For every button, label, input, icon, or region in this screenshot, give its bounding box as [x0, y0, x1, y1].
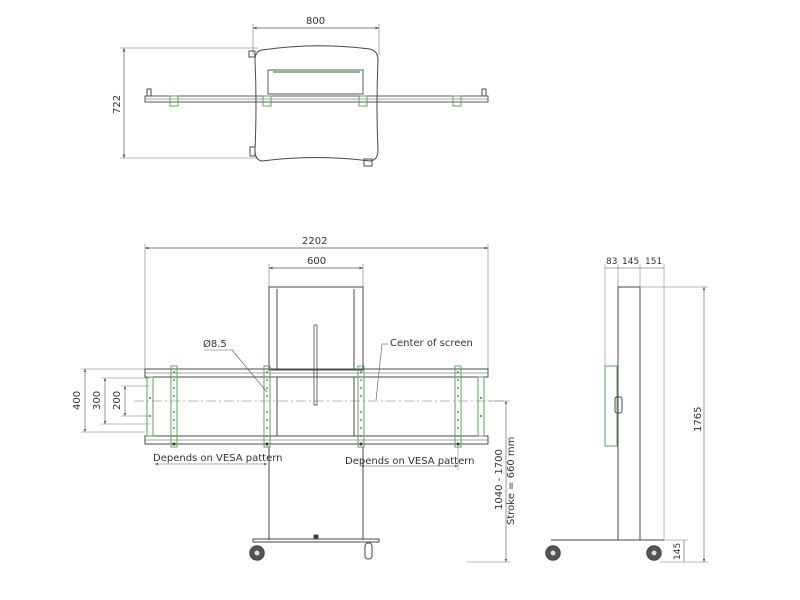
- stroke-label: Stroke = 660 mm: [506, 436, 517, 525]
- top-width-dim: 800: [306, 16, 326, 27]
- total-height-dim: 1765: [693, 406, 704, 432]
- vesa-note-right: Depends on VESA pattern: [345, 456, 475, 467]
- center-of-screen-label: Center of screen: [390, 338, 473, 349]
- front-view: [81, 244, 510, 563]
- vesa-dim-200: 200: [112, 390, 123, 410]
- vesa-dim-300: 300: [92, 390, 103, 410]
- base-height-dim: 145: [673, 542, 683, 560]
- hole-diameter-label: Ø8.5: [203, 339, 227, 350]
- side-dim-83: 83: [606, 257, 618, 267]
- side-dim-151: 151: [645, 257, 663, 267]
- top-view: [120, 24, 489, 167]
- vesa-dim-400: 400: [72, 390, 83, 410]
- top-depth-dim: 722: [112, 94, 123, 114]
- overall-width-dim: 2202: [302, 236, 328, 247]
- side-view: [545, 264, 708, 563]
- column-width-dim: 600: [307, 256, 327, 267]
- height-range-label: 1040 - 1700: [494, 449, 505, 510]
- side-dim-145: 145: [622, 257, 640, 267]
- vesa-note-left: Depends on VESA pattern: [153, 453, 283, 464]
